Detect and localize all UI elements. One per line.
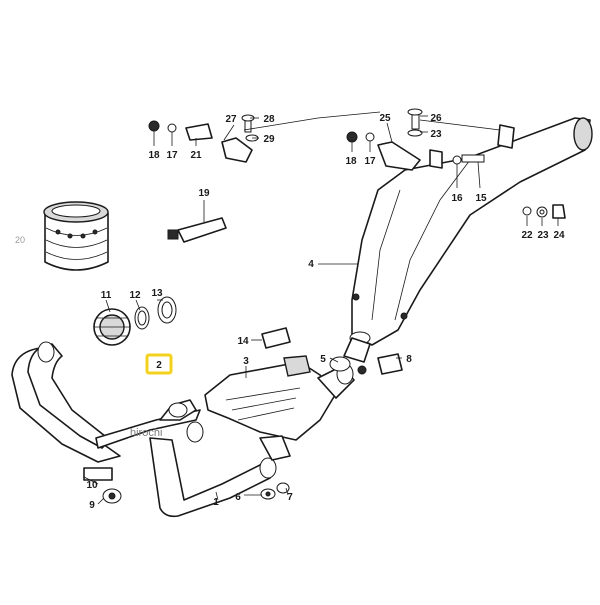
clamps-and-gaskets <box>260 327 403 500</box>
label-26: 26 <box>430 113 442 124</box>
label-10: 10 <box>86 480 98 491</box>
collector-box <box>204 355 355 461</box>
front-mount-hardware <box>148 114 259 163</box>
label-4: 4 <box>308 259 314 270</box>
label-12: 12 <box>129 290 141 301</box>
label-6: 6 <box>235 492 241 503</box>
highlight-box <box>145 353 173 375</box>
label-16: 16 <box>451 193 463 204</box>
label-3: 3 <box>243 356 249 367</box>
label-29: 29 <box>263 134 275 145</box>
label-9: 9 <box>89 500 95 511</box>
label-23-right: 23 <box>537 230 549 241</box>
muffler <box>343 117 593 363</box>
label-18-left: 18 <box>148 150 160 161</box>
end-cap-hardware <box>522 204 566 219</box>
label-11: 11 <box>101 290 112 301</box>
leader-lines <box>83 111 559 505</box>
label-23-top: 23 <box>430 129 442 140</box>
label-5: 5 <box>320 354 326 365</box>
label-27: 27 <box>225 114 237 125</box>
label-19: 19 <box>198 188 210 199</box>
label-15: 15 <box>475 193 487 204</box>
label-17-right: 17 <box>364 156 376 167</box>
rear-mount-hardware <box>346 108 515 171</box>
label-2-highlighted: 2 <box>156 360 162 371</box>
sealant-tube <box>167 217 227 243</box>
label-17-left: 17 <box>166 150 178 161</box>
label-14: 14 <box>237 336 249 347</box>
label-20: 20 <box>15 235 25 245</box>
label-22: 22 <box>521 230 533 241</box>
label-13: 13 <box>151 288 163 299</box>
label-7: 7 <box>287 492 293 503</box>
watermark-text: hirochi <box>130 427 162 439</box>
label-28: 28 <box>263 114 275 125</box>
label-25: 25 <box>379 113 391 124</box>
label-24: 24 <box>553 230 565 241</box>
label-21: 21 <box>190 150 202 161</box>
label-8: 8 <box>406 354 412 365</box>
collar-nut-and-rings <box>93 296 177 346</box>
paste-can <box>43 201 109 271</box>
header-pipes <box>11 341 277 518</box>
callout-labels: 1 2 3 4 5 6 7 8 9 10 11 12 13 14 15 16 1… <box>15 113 565 511</box>
label-18-right: 18 <box>345 156 357 167</box>
label-1: 1 <box>213 497 219 508</box>
